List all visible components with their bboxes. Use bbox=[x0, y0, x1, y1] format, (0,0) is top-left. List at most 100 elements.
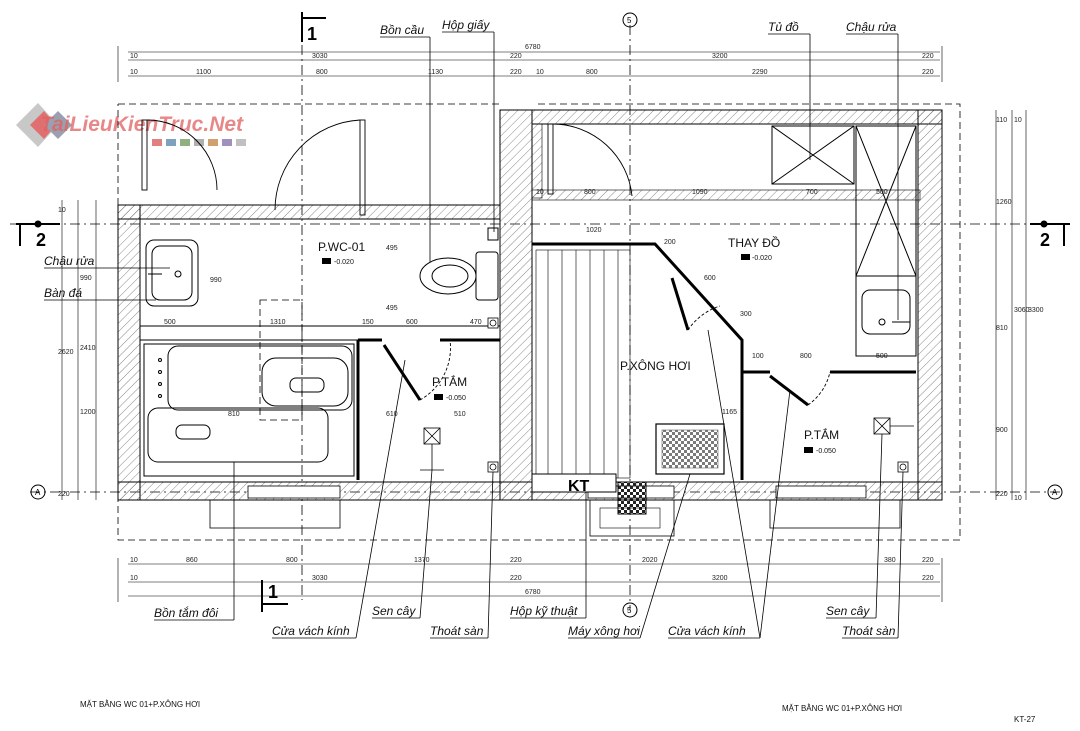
section-1-top: 1 bbox=[307, 24, 317, 44]
walls bbox=[117, 109, 943, 501]
dim-inner: 470 bbox=[470, 319, 482, 326]
callout-cua-vach-kinh-1: Cửa vách kính bbox=[272, 624, 350, 638]
technical-box-icon bbox=[617, 481, 647, 515]
dim-inner: 200 bbox=[664, 239, 676, 246]
dim-bottom: 220 bbox=[510, 575, 522, 582]
callout-sen-cay-1: Sen cây bbox=[372, 604, 416, 618]
callout-hop-giay: Hộp giấy bbox=[442, 18, 490, 32]
shower-icon bbox=[420, 417, 914, 471]
dim-bottom: 3030 bbox=[312, 575, 328, 582]
floor-drain-icon bbox=[487, 317, 909, 473]
dim-left: 2620 bbox=[58, 349, 74, 356]
level-tam-left: -0.050 bbox=[446, 395, 466, 402]
drawing-title-left: MẶT BẰNG WC 01+P.XÔNG HƠI bbox=[80, 700, 200, 709]
dim-top: 220 bbox=[510, 53, 522, 60]
grid-bubble-5-bottom: 5 bbox=[627, 606, 632, 615]
dim-inner: 1090 bbox=[692, 189, 708, 196]
dim-right: 900 bbox=[996, 427, 1008, 434]
dim-inner: 10 bbox=[536, 189, 544, 196]
doors bbox=[141, 119, 831, 407]
section-markers bbox=[16, 12, 1070, 618]
grid-bubble-5-top: 5 bbox=[627, 16, 632, 25]
dim-bottom: 380 bbox=[884, 557, 896, 564]
callout-hop-ky-thuat: Hộp kỹ thuật bbox=[510, 604, 578, 618]
sauna-bench bbox=[535, 249, 631, 479]
callout-thoat-san-1: Thoát sàn bbox=[430, 624, 484, 638]
dim-inner: 600 bbox=[406, 319, 418, 326]
section-1-bottom: 1 bbox=[268, 582, 278, 602]
dim-top: 2290 bbox=[752, 69, 768, 76]
callout-tu-do: Tủ đồ bbox=[768, 20, 799, 34]
level-tam-right: -0.050 bbox=[816, 448, 836, 455]
dim-left: 1200 bbox=[80, 409, 96, 416]
room-label-tam-left: P.TẮM bbox=[432, 374, 467, 389]
dim-inner: 150 bbox=[362, 319, 374, 326]
dim-inner: 600 bbox=[704, 275, 716, 282]
section-2-left: 2 bbox=[36, 230, 46, 250]
grid-bubble-a-right: A bbox=[1052, 488, 1058, 497]
dim-inner: 100 bbox=[752, 353, 764, 360]
dim-right: 10 bbox=[1014, 495, 1022, 502]
dim-top: 3030 bbox=[312, 53, 328, 60]
dim-inner: 700 bbox=[806, 189, 818, 196]
dim-top: 10 bbox=[130, 53, 138, 60]
dim-inner: 500 bbox=[876, 353, 888, 360]
dim-right: 10 bbox=[1014, 117, 1022, 124]
dim-bottom: 220 bbox=[510, 557, 522, 564]
dim-inner: 800 bbox=[584, 189, 596, 196]
dim-bottom: 220 bbox=[922, 557, 934, 564]
dim-bottom: 3200 bbox=[712, 575, 728, 582]
dim-inner: 510 bbox=[454, 411, 466, 418]
dim-inner: 500 bbox=[876, 189, 888, 196]
dim-inner: 1165 bbox=[722, 409, 737, 416]
dim-left: 2410 bbox=[80, 345, 96, 352]
glass-partitions bbox=[356, 242, 916, 480]
watermark-logo: TaiLieuKienTruc.Net bbox=[16, 103, 246, 147]
dim-top: 220 bbox=[922, 53, 934, 60]
wardrobe-icon bbox=[771, 125, 917, 357]
callout-thoat-san-2: Thoát sàn bbox=[842, 624, 896, 638]
dim-top: 220 bbox=[510, 69, 522, 76]
dim-right: 110 bbox=[996, 117, 1007, 124]
level-wc: -0.020 bbox=[334, 259, 354, 266]
room-label-wc: P.WC-01 bbox=[318, 240, 365, 254]
dim-right: 3060 bbox=[1014, 307, 1030, 314]
callout-leaders bbox=[44, 31, 904, 639]
dim-left: 495 bbox=[386, 305, 398, 312]
dim-left: 220 bbox=[58, 491, 70, 498]
callout-chau-rua-left: Chậu rửa bbox=[44, 254, 95, 268]
dim-left: 495 bbox=[386, 245, 398, 252]
dim-bottom: 860 bbox=[186, 557, 198, 564]
room-label-kt: KT bbox=[568, 478, 590, 495]
dim-top: 800 bbox=[316, 69, 328, 76]
toilet-icon bbox=[419, 227, 499, 301]
callout-bon-tam-doi: Bồn tắm đôi bbox=[154, 605, 218, 620]
dim-top: 220 bbox=[922, 69, 934, 76]
dim-right: 3300 bbox=[1028, 307, 1044, 314]
dim-inner: 1020 bbox=[586, 227, 602, 234]
dim-left: 10 bbox=[58, 207, 66, 214]
level-thaydo: -0.020 bbox=[752, 255, 772, 262]
dim-top: 1130 bbox=[428, 69, 443, 76]
sink-icon bbox=[145, 239, 911, 335]
dim-bottom: 10 bbox=[130, 575, 138, 582]
dim-inner: 800 bbox=[800, 353, 812, 360]
dim-top: 3200 bbox=[712, 53, 728, 60]
callout-cua-vach-kinh-2: Cửa vách kính bbox=[668, 624, 746, 638]
dim-inner: 810 bbox=[228, 411, 240, 418]
dim-top: 800 bbox=[586, 69, 598, 76]
callout-chau-rua-top: Chậu rửa bbox=[846, 20, 897, 34]
dim-left: 990 bbox=[80, 275, 92, 282]
callout-ban-da: Bàn đá bbox=[44, 286, 82, 300]
dim-top: 1100 bbox=[196, 69, 211, 76]
callout-bon-cau: Bồn cầu bbox=[380, 23, 424, 37]
dim-inner: 1310 bbox=[270, 319, 286, 326]
room-label-xonghoi: P.XÔNG HƠI bbox=[620, 358, 691, 373]
bathtub-icon bbox=[143, 343, 355, 477]
dimension-lines bbox=[61, 46, 1027, 602]
dim-inner: 610 bbox=[386, 411, 398, 418]
sauna-heater-icon bbox=[655, 423, 725, 475]
dim-bottom: 800 bbox=[286, 557, 298, 564]
callout-sen-cay-2: Sen cây bbox=[826, 604, 870, 618]
